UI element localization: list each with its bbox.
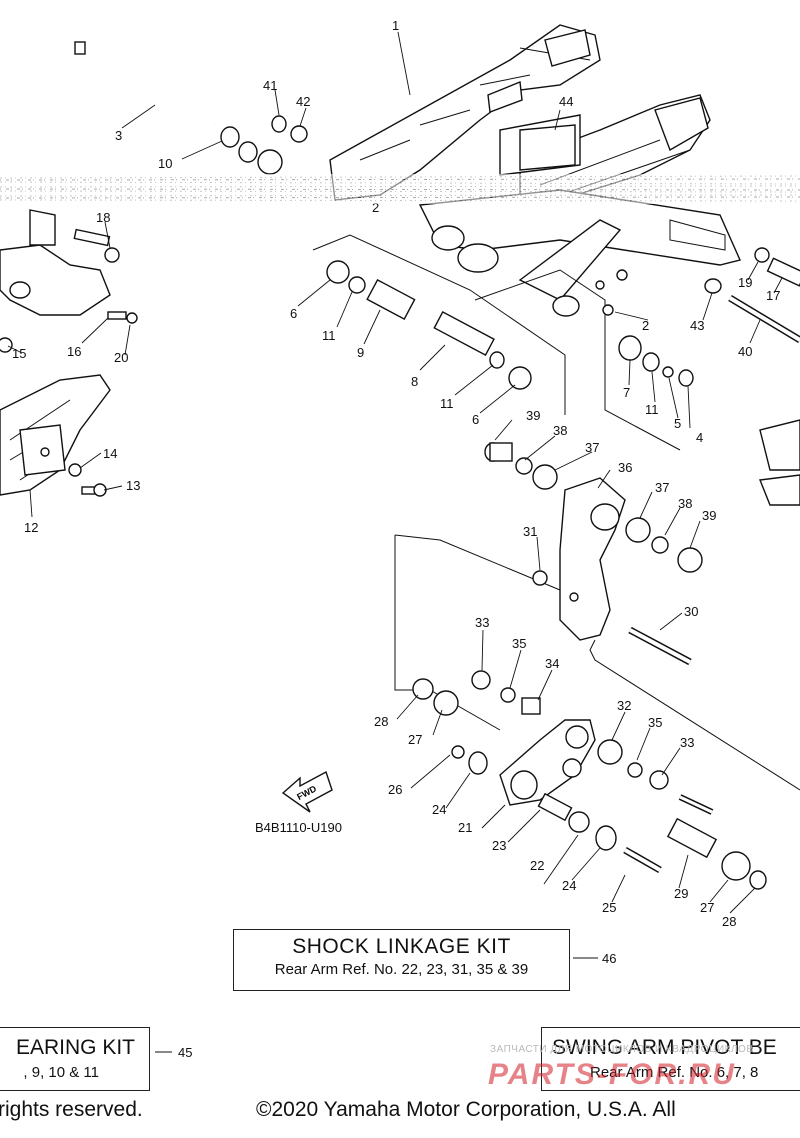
callout-3: 3 (115, 128, 122, 143)
pivot-shaft-drawing (74, 41, 308, 175)
callout-17: 17 (766, 288, 780, 303)
fwd-arrow-icon: FWD (281, 770, 333, 813)
callout-44: 44 (559, 94, 573, 109)
copyright-line: rights reserved. ©2020 Yamaha Motor Corp… (0, 1098, 800, 1128)
callout-28: 28 (374, 714, 388, 729)
callout-37: 37 (585, 440, 599, 455)
callout-39b: 39 (702, 508, 716, 523)
shock-linkage-kit-title: SHOCK LINKAGE KIT (292, 935, 511, 958)
callout-38b: 38 (678, 496, 692, 511)
callout-12: 12 (24, 520, 38, 535)
callout-39: 39 (526, 408, 540, 423)
callout-34: 34 (545, 656, 559, 671)
diagram-code: B4B1110-U190 (255, 820, 342, 835)
callout-1: 1 (392, 18, 399, 33)
callout-26: 26 (388, 782, 402, 797)
exploded-view-guide-lines (312, 234, 800, 791)
callout-36: 36 (618, 460, 632, 475)
callout-10: 10 (158, 156, 172, 171)
callout-21: 21 (458, 820, 472, 835)
bearing-kit-box: EARING KIT , 9, 10 & 11 (0, 1027, 150, 1091)
callout-2: 2 (372, 200, 379, 215)
scan-noise-band (0, 174, 800, 204)
swingarm-drawing (329, 24, 741, 317)
callout-30: 30 (684, 604, 698, 619)
callout-23: 23 (492, 838, 506, 853)
callout-27b: 27 (700, 900, 714, 915)
callout-11b: 11 (440, 396, 454, 411)
watermark-caption: ЗАПЧАСТИ ДЛЯ МОТОЦИКЛОВ И КВАДРОЦИКЛОВ (490, 1044, 754, 1055)
shock-linkage-kit-box: SHOCK LINKAGE KIT Rear Arm Ref. No. 22, … (233, 929, 570, 991)
swing-arm-pivot-kit-title: SWING ARM PIVOT BE (552, 1036, 777, 1059)
callout-27: 27 (408, 732, 422, 747)
callout-6: 6 (290, 306, 297, 321)
relay-arm-drawing (484, 442, 703, 666)
callout-33b: 33 (680, 735, 694, 750)
callout-13: 13 (126, 478, 140, 493)
callout-33: 33 (475, 615, 489, 630)
callout-40: 40 (738, 344, 752, 359)
callout-35b: 35 (648, 715, 662, 730)
bearing-kit-title: EARING KIT (15, 1036, 135, 1059)
callout-41: 41 (263, 78, 277, 93)
callout-42: 42 (296, 94, 310, 109)
callout-5: 5 (674, 416, 681, 431)
shock-linkage-kit-subtitle: Rear Arm Ref. No. 22, 23, 31, 35 & 39 (274, 961, 529, 978)
swing-arm-pivot-kit-box: SWING ARM PIVOT BE Rear Arm Ref. No. 6, … (541, 1027, 800, 1091)
callout-15: 15 (12, 346, 26, 361)
callout-43: 43 (690, 318, 704, 333)
callout-37b: 37 (655, 480, 669, 495)
callout-11: 11 (322, 328, 336, 343)
callout-18: 18 (96, 210, 110, 225)
callout-6b: 6 (472, 412, 479, 427)
callout-24: 24 (432, 802, 446, 817)
callout-11c: 11 (645, 402, 659, 417)
callout-45: 45 (178, 1045, 192, 1060)
callout-16: 16 (67, 344, 81, 359)
callout-20: 20 (114, 350, 128, 365)
bearing-kit-subtitle: , 9, 10 & 11 (23, 1064, 99, 1081)
callout-19: 19 (738, 275, 752, 290)
callout-32: 32 (617, 698, 631, 713)
callout-25: 25 (602, 900, 616, 915)
callout-35: 35 (512, 636, 526, 651)
callout-14: 14 (103, 446, 117, 461)
copyright-right: ©2020 Yamaha Motor Corporation, U.S.A. A… (256, 1098, 676, 1121)
callout-2b: 2 (642, 318, 649, 333)
callout-9: 9 (357, 345, 364, 360)
copyright-left: rights reserved. (0, 1098, 143, 1121)
leader-lines (7, 31, 783, 1053)
callout-31: 31 (523, 524, 537, 539)
callout-22: 22 (530, 858, 544, 873)
right-side-parts-drawing (519, 124, 800, 506)
swing-arm-pivot-kit-subtitle: Rear Arm Ref. No. 6, 7, 8 (590, 1064, 759, 1081)
connecting-rod-drawing (412, 670, 767, 890)
callout-46: 46 (602, 951, 616, 966)
callout-29: 29 (674, 886, 688, 901)
callout-24b: 24 (562, 878, 576, 893)
callout-4: 4 (696, 430, 703, 445)
callout-28b: 28 (722, 914, 736, 929)
chain-guide-drawing (0, 209, 138, 497)
callout-38: 38 (553, 423, 567, 438)
collar-bushing-drawing (326, 260, 694, 390)
callout-labels: 1 2 2 3 4 5 6 6 7 8 9 10 11 11 11 12 13 … (12, 18, 780, 1060)
callout-8: 8 (411, 374, 418, 389)
watermark-logo: PARTS-FOR.RU (488, 1058, 736, 1091)
callout-7: 7 (623, 385, 630, 400)
